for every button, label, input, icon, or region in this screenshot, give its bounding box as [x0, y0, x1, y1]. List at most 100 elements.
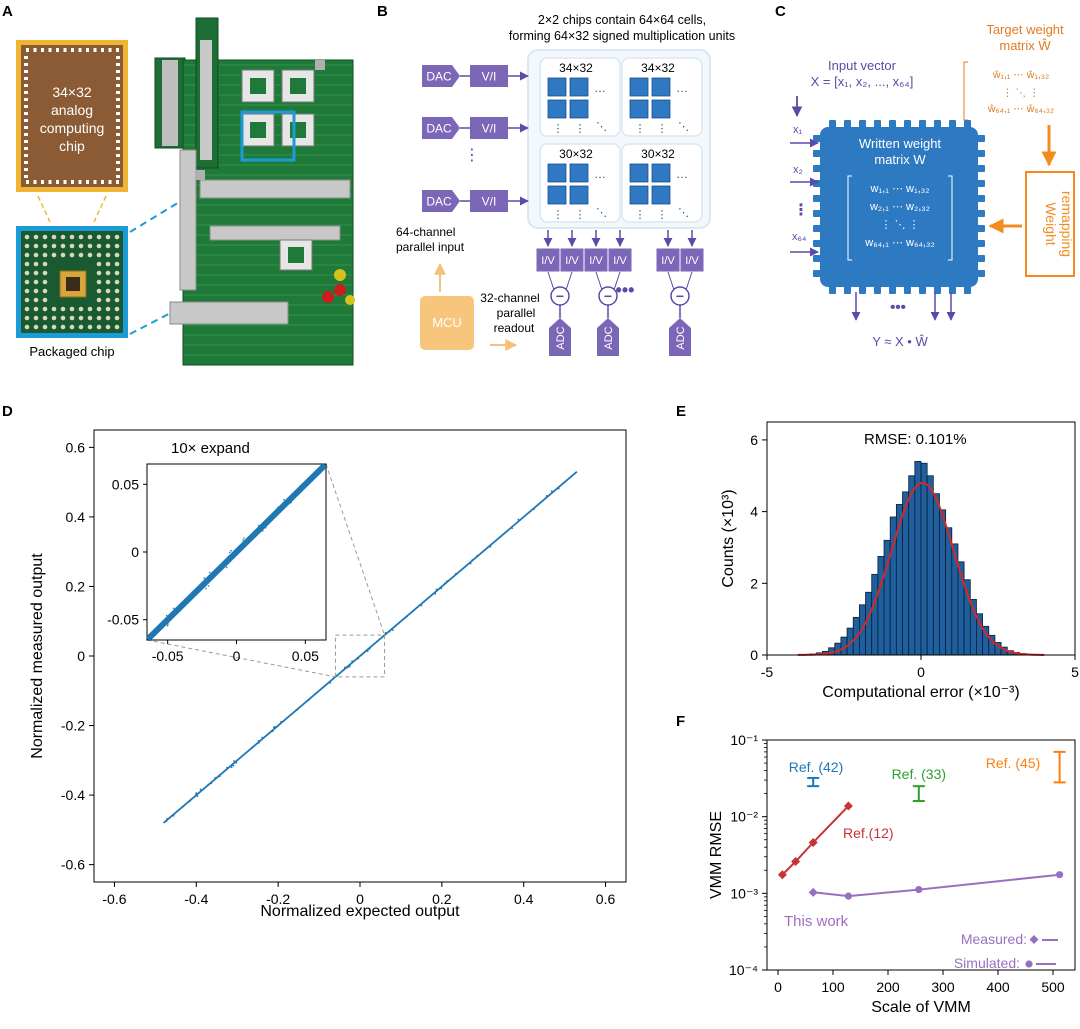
x-tick-label: 0.6 [596, 891, 616, 907]
package-pin [114, 270, 120, 276]
data-point [195, 792, 198, 795]
panel-e-label: E [676, 403, 686, 420]
diff-wire [565, 271, 573, 291]
data-point [189, 800, 191, 802]
die-pad [24, 112, 28, 115]
inset-data-point [225, 562, 228, 565]
gaussian-fit [797, 481, 1045, 656]
inset-data-point [158, 628, 161, 630]
vi-block [470, 190, 508, 212]
readout-label-1: 32-channel [480, 291, 539, 305]
dac-label: DAC [426, 70, 452, 84]
die-pad [41, 48, 44, 52]
adc-block [549, 318, 571, 356]
package-pin [96, 261, 102, 267]
series-line [781, 805, 850, 876]
data-point [545, 495, 548, 497]
remap-box [1025, 171, 1075, 277]
dac-block [422, 190, 460, 212]
die-pad [116, 168, 120, 171]
inset-data-point [209, 577, 212, 580]
data-point [343, 668, 346, 670]
package-pin [78, 324, 84, 330]
data-point [172, 814, 175, 817]
data-point [471, 558, 474, 561]
written-row-3: w₆₄,₁ ⋯ w₆₄,₃₂ [864, 237, 934, 249]
data-point [212, 779, 215, 782]
data-point [434, 592, 437, 595]
packaged-chip-label: Packaged chip [29, 344, 114, 359]
data-point [360, 654, 363, 657]
package-pin [69, 306, 75, 312]
die-pad [116, 77, 120, 80]
die-pad [116, 91, 120, 94]
inset-data-point [283, 498, 285, 501]
data-point [274, 725, 277, 728]
inset-data-point [236, 551, 238, 554]
data-point [261, 736, 264, 739]
package-pin [114, 324, 120, 330]
package-pin [51, 306, 57, 312]
data-point [257, 741, 260, 744]
series-point [843, 801, 853, 811]
y-tick-label: 2 [750, 575, 758, 591]
data-point [182, 805, 185, 808]
subtractor-sign: − [676, 288, 684, 304]
package-pin [33, 315, 39, 321]
die-pad [26, 48, 29, 52]
crossbar-cell [629, 77, 649, 97]
x-tick-label: 0 [774, 979, 782, 995]
inset-data-point [219, 566, 222, 569]
package-pin [114, 234, 120, 240]
inset-data-point [191, 591, 194, 593]
die-pad [116, 70, 120, 73]
y-tick-label: 0.4 [66, 509, 86, 525]
package-pin [33, 306, 39, 312]
package-pin [114, 306, 120, 312]
input-label-1: 64-channel [396, 225, 455, 239]
panel-a-label: A [2, 3, 13, 20]
hist-bar [914, 461, 922, 656]
data-point [296, 708, 299, 711]
legend-simulated-label: Simulated: [954, 955, 1020, 971]
package-pin [78, 243, 84, 249]
dac-label: DAC [426, 122, 452, 136]
data-point [272, 726, 275, 729]
iv-label: I/V [685, 255, 699, 267]
package-pin [60, 324, 66, 330]
package-pins [24, 234, 120, 330]
written-title-1: Written weight [859, 136, 942, 151]
crossbar-cell [569, 77, 589, 97]
hist-bar [877, 556, 885, 656]
inset-data-point [228, 551, 231, 554]
data-point [271, 730, 274, 733]
data-point [280, 720, 283, 723]
package-pin [42, 324, 48, 330]
die-pad [63, 180, 67, 184]
cell-ddots: ⋱ [678, 121, 689, 133]
cell-vdots: ⋮ [635, 123, 646, 135]
package-pin [69, 234, 75, 240]
target-title-1: Target weight [986, 22, 1064, 37]
package-pin [69, 315, 75, 321]
sub-arrays: 34×32…⋮⋮⋱34×32…⋮⋮⋱30×32…⋮⋮⋱30×32…⋮⋮⋱ [539, 57, 703, 223]
die-pad [116, 147, 120, 150]
data-point [517, 518, 520, 521]
package-pin [96, 279, 102, 285]
hist-bar [926, 475, 934, 656]
remap-label-2: remapping [1059, 191, 1075, 257]
crossbar-cell [569, 99, 589, 119]
crossbar-cell [651, 185, 671, 205]
package-pin [114, 252, 120, 258]
written-bracket-left [847, 175, 852, 261]
data-point [214, 776, 217, 779]
y-tick-label: 10⁻⁴ [729, 962, 758, 978]
inset-data-point [243, 537, 245, 539]
die-pad [24, 91, 28, 94]
inset-data-point [183, 604, 186, 607]
x-axis-label: Scale of VMM [871, 999, 971, 1016]
legend-measured-label: Measured: [961, 931, 1027, 947]
panel-c-label: C [775, 3, 786, 20]
package-pin [96, 315, 102, 321]
y-tick-label: 10⁻¹ [730, 732, 758, 748]
